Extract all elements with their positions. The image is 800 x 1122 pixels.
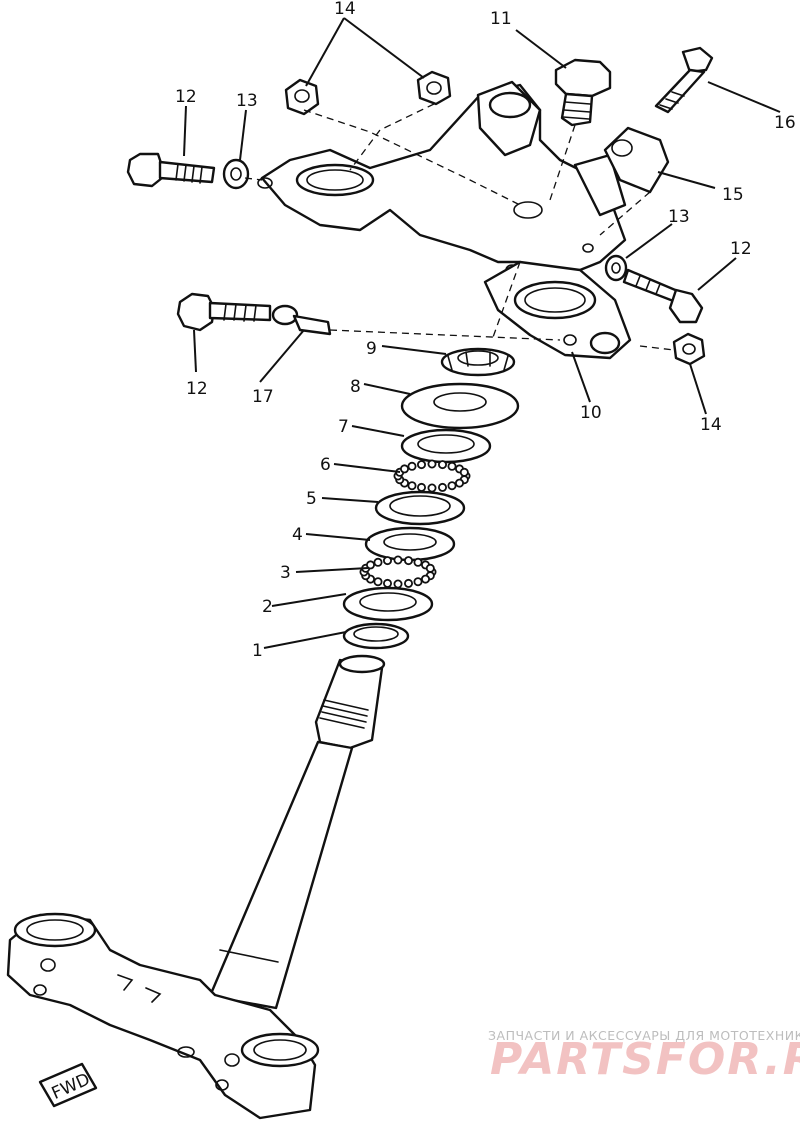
side-nut	[672, 332, 706, 366]
bearing-ball	[382, 556, 392, 566]
bearing-ball	[427, 483, 437, 493]
bearing-ball	[393, 579, 403, 589]
washer-left	[222, 158, 250, 190]
callout-labels: 14 11 16 12 13 15 13 12 9 12 17 8 10 14 …	[175, 0, 796, 661]
callout-17: 17	[252, 387, 274, 407]
pinch-bolt-left-mid	[176, 292, 272, 332]
upper-bracket-right-holder	[483, 260, 632, 360]
callout-12-right: 12	[730, 239, 752, 259]
lower-ball-ring	[359, 555, 437, 589]
bearing-ball	[373, 557, 383, 567]
callout-11: 11	[490, 9, 512, 29]
bearing-ball	[459, 467, 469, 477]
bearing-ball	[365, 560, 375, 570]
bearing-ball	[447, 481, 457, 491]
washer-right	[604, 254, 628, 282]
handlebar-bolt	[654, 46, 714, 114]
bearing-ball	[420, 574, 430, 584]
callout-1: 1	[252, 641, 263, 661]
bearing-ball	[437, 482, 447, 492]
upper-race	[400, 428, 492, 464]
handlebar-holder	[603, 126, 670, 194]
bearing-ball	[413, 557, 423, 567]
callout-12-bottom: 12	[186, 379, 208, 399]
watermark-tagline: ЗАПЧАСТИ И АКСЕССУАРЫ ДЛЯ МОТОТЕХНИКИ	[488, 1028, 800, 1043]
callout-3: 3	[280, 563, 291, 583]
steering-stem	[208, 654, 386, 1010]
upper-cup	[374, 490, 466, 526]
lower-cup	[364, 526, 456, 562]
bearing-ball	[425, 563, 435, 573]
bearing-ball	[437, 460, 447, 470]
callout-16: 16	[774, 113, 796, 133]
callout-6: 6	[320, 455, 331, 475]
bearing-ball	[427, 459, 437, 469]
callout-13-right: 13	[668, 207, 690, 227]
bearing-ball	[416, 460, 426, 470]
seal-cover	[400, 382, 520, 430]
callout-4: 4	[292, 525, 303, 545]
callout-14-bottom: 14	[700, 415, 722, 435]
callout-8: 8	[350, 377, 361, 397]
bearing-ball	[399, 464, 409, 474]
bearing-ball	[403, 578, 413, 588]
pinch-bolt-left-top	[126, 152, 216, 188]
watermark-brand: PARTSFOR.RU	[490, 1034, 800, 1085]
assembly-lines	[244, 103, 675, 351]
bearing-ball	[454, 478, 464, 488]
bearing-ball	[382, 578, 392, 588]
top-nut-left	[284, 78, 320, 116]
bearing-ball	[447, 461, 457, 471]
callout-5: 5	[306, 489, 317, 509]
bearing-ball	[407, 481, 417, 491]
bearing-ball	[413, 577, 423, 587]
callout-2: 2	[262, 597, 273, 617]
bearing-ball	[407, 461, 417, 471]
dust-seal	[342, 622, 410, 650]
callout-12-top: 12	[175, 87, 197, 107]
upper-bracket	[257, 80, 627, 280]
callout-13-left: 13	[236, 91, 258, 111]
callout-15: 15	[722, 185, 744, 205]
cable-guide	[271, 304, 332, 336]
bearing-ball	[393, 555, 403, 565]
callout-7: 7	[338, 417, 349, 437]
ring-nut	[440, 347, 516, 377]
watermark: ЗАПЧАСТИ И АКСЕССУАРЫ ДЛЯ МОТОТЕХНИКИ PA…	[488, 1028, 800, 1085]
bearing-ball	[373, 577, 383, 587]
fwd-marker: FWD	[38, 1062, 98, 1108]
upper-ball-ring	[393, 459, 471, 493]
lower-race	[342, 586, 434, 622]
under-bracket	[6, 912, 320, 1120]
bearing-ball	[403, 556, 413, 566]
pinch-bolt-right	[622, 268, 704, 324]
callout-10: 10	[580, 403, 602, 423]
bearing-ball	[416, 482, 426, 492]
leader-lines	[183, 17, 781, 649]
callout-9: 9	[366, 339, 377, 359]
top-nut-right	[416, 70, 452, 106]
stem-bolt	[554, 58, 612, 127]
callout-14-top: 14	[334, 0, 356, 19]
